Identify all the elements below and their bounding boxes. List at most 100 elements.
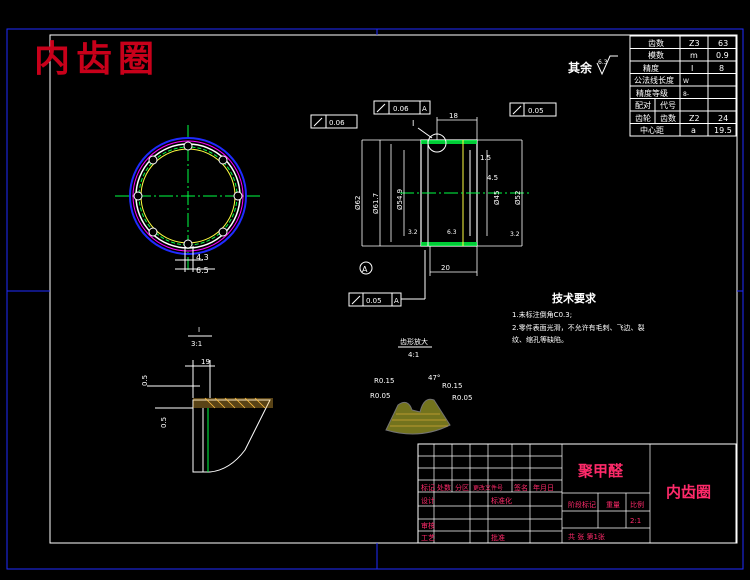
param-r2c1: I: [691, 64, 693, 73]
tb-mark: 标记: [421, 483, 435, 492]
tb-zone: 分区: [455, 483, 469, 492]
frame-center-marks: [7, 29, 743, 569]
front-view-notches: [133, 141, 243, 249]
param-r4c0: 精度等级: [636, 88, 668, 98]
tol-frame-top-middle: 0.06 A: [373, 100, 431, 115]
param-r6c0: 齿轮: [635, 113, 651, 123]
front-view: 4.3 6.5: [115, 125, 260, 275]
tol-frame-bottom: 0.05 A: [348, 250, 426, 307]
tb-part-name: 内齿圈: [666, 483, 711, 501]
tooth-r4: R0.05: [452, 394, 472, 402]
tb-material: 聚甲醛: [577, 462, 624, 480]
param-r0c1: Z3: [689, 39, 700, 48]
param-r4c1: 8-: [683, 91, 689, 98]
tb-change-doc: 更改文件号: [473, 484, 503, 492]
tol-frame-top-left: 0.06: [310, 114, 358, 129]
dim-d-mid1: Ø61.7: [372, 193, 380, 214]
tb-ratio: 比例: [630, 500, 644, 509]
tooth-r2: R0.15: [442, 382, 462, 390]
surface-roughness-note: 其余 6.3: [568, 55, 618, 76]
front-dim-b: 6.5: [196, 266, 209, 275]
title-block: 聚甲醛 内齿圈 标记 处数 分区 更改文件号 签名 年月日 设计 标准化 阶段标…: [417, 443, 737, 544]
param-r7c0: 中心距: [640, 125, 664, 135]
tol-top-left: 0.06: [329, 119, 345, 127]
param-r3c0: 公法线长度: [634, 75, 674, 85]
tooth-r3: R0.05: [370, 392, 390, 400]
front-dim-a: 4.3: [196, 253, 209, 262]
datum-circle: [359, 261, 373, 275]
tb-date: 年月日: [533, 483, 554, 492]
inner-frame: [49, 34, 738, 544]
tooth-scale: 4:1: [408, 351, 419, 359]
tb-sign: 签名: [514, 483, 528, 492]
param-r6c1: 齿数: [660, 113, 676, 123]
tb-process: 工艺: [421, 534, 435, 542]
param-r7c1: a: [691, 126, 696, 135]
tech-requirements: 技术要求 1.未标注倒角C0.3; 2.零件表面光滑，不允许有毛刺、飞边、裂 纹…: [512, 291, 645, 344]
detail-marker: I: [412, 119, 414, 128]
dim-d-outer-left: Ø62: [354, 196, 362, 210]
tooth-view: 齿形放大 4:1 R0.15 R0.15 R0.05 R0.05 47°: [370, 337, 472, 435]
param-r3c1: W: [683, 78, 689, 85]
param-r0c2: 63: [718, 39, 728, 48]
roughness-value: 6.3: [598, 59, 608, 66]
drawing-title: 内齿圈: [34, 38, 160, 80]
tb-standard: 标准化: [491, 496, 512, 505]
tol-top-right: 0.05: [528, 107, 544, 115]
tb-sheet-info: 共 张 第1张: [568, 532, 605, 541]
tol-ref-1: A: [422, 105, 427, 113]
dim-step1: 1.5: [480, 154, 491, 162]
tooth-angle: 47°: [428, 374, 440, 382]
param-r2c0: 精度: [643, 63, 659, 73]
dim-step2: 4.5: [487, 174, 498, 182]
dim-d-mid2: Ø54.9: [396, 189, 404, 210]
tol-frame-top-right: 0.05: [509, 102, 557, 117]
tooth-shape: [385, 398, 451, 435]
tol-bottom: 0.05: [366, 297, 382, 305]
roughness-2: 6.3: [447, 229, 457, 236]
tech-req-line-2: 2.零件表面光滑，不允许有毛刺、飞边、裂: [512, 323, 645, 332]
tooth-label: 齿形放大: [400, 337, 428, 346]
detail-label: I: [198, 326, 200, 334]
tb-count: 处数: [437, 483, 451, 492]
param-r6c3: 24: [718, 114, 728, 123]
section-view: I 18 Ø62 Ø61.7 Ø54.9 Ø45 Ø52 1.5 4.5: [310, 100, 557, 307]
tech-req-heading: 技术要求: [552, 291, 597, 305]
tb-approve: 批准: [491, 533, 505, 542]
param-r5c0: 配对: [635, 100, 651, 110]
detail-dim-h1: 0.5: [141, 375, 149, 386]
detail-view: I 3:1 19 0.5 0.5: [141, 326, 273, 473]
tech-req-line-1: 1.未标注倒角C0.3;: [512, 310, 572, 319]
tol-top-middle: 0.06: [393, 105, 409, 113]
dim-d-right: Ø52: [514, 191, 522, 205]
tech-req-line-3: 纹、缩孔等缺陷。: [512, 335, 568, 344]
detail-scale: 3:1: [191, 340, 202, 348]
roughness-1: 3.2: [408, 229, 418, 236]
dim-bottom-width: 20: [441, 264, 450, 272]
tb-stage: 阶段标记: [568, 500, 596, 509]
param-r0c0: 齿数: [648, 38, 664, 48]
tooth-r1: R0.15: [374, 377, 394, 385]
outer-frame: [6, 28, 744, 570]
roughness-label: 其余: [568, 60, 593, 75]
roughness-3: 3.2: [510, 231, 520, 238]
tb-scale: 2:1: [630, 517, 641, 525]
detail-dim-w: 19: [201, 358, 210, 366]
tol-ref-2: A: [394, 297, 399, 305]
tb-design: 设计: [421, 496, 435, 505]
param-r7c2: 19.5: [714, 126, 732, 135]
detail-dim-h2: 0.5: [160, 417, 168, 428]
param-r2c2: 8: [719, 64, 724, 73]
roughness-symbol: [596, 55, 618, 76]
param-r1c1: m: [690, 51, 698, 60]
datum-label: A: [362, 265, 368, 274]
param-table: 齿数 Z3 63 模数 m 0.9 精度 I 8 公法线长度 W 精度等级 8-…: [629, 35, 737, 137]
param-r1c0: 模数: [648, 50, 664, 60]
dim-d-inner: Ø45: [493, 191, 501, 205]
dim-width-top: 18: [449, 112, 458, 120]
param-r5c1: 代号: [660, 100, 676, 110]
tb-review: 审核: [421, 521, 435, 530]
tb-weight: 重量: [606, 501, 620, 509]
param-r1c2: 0.9: [716, 51, 729, 60]
